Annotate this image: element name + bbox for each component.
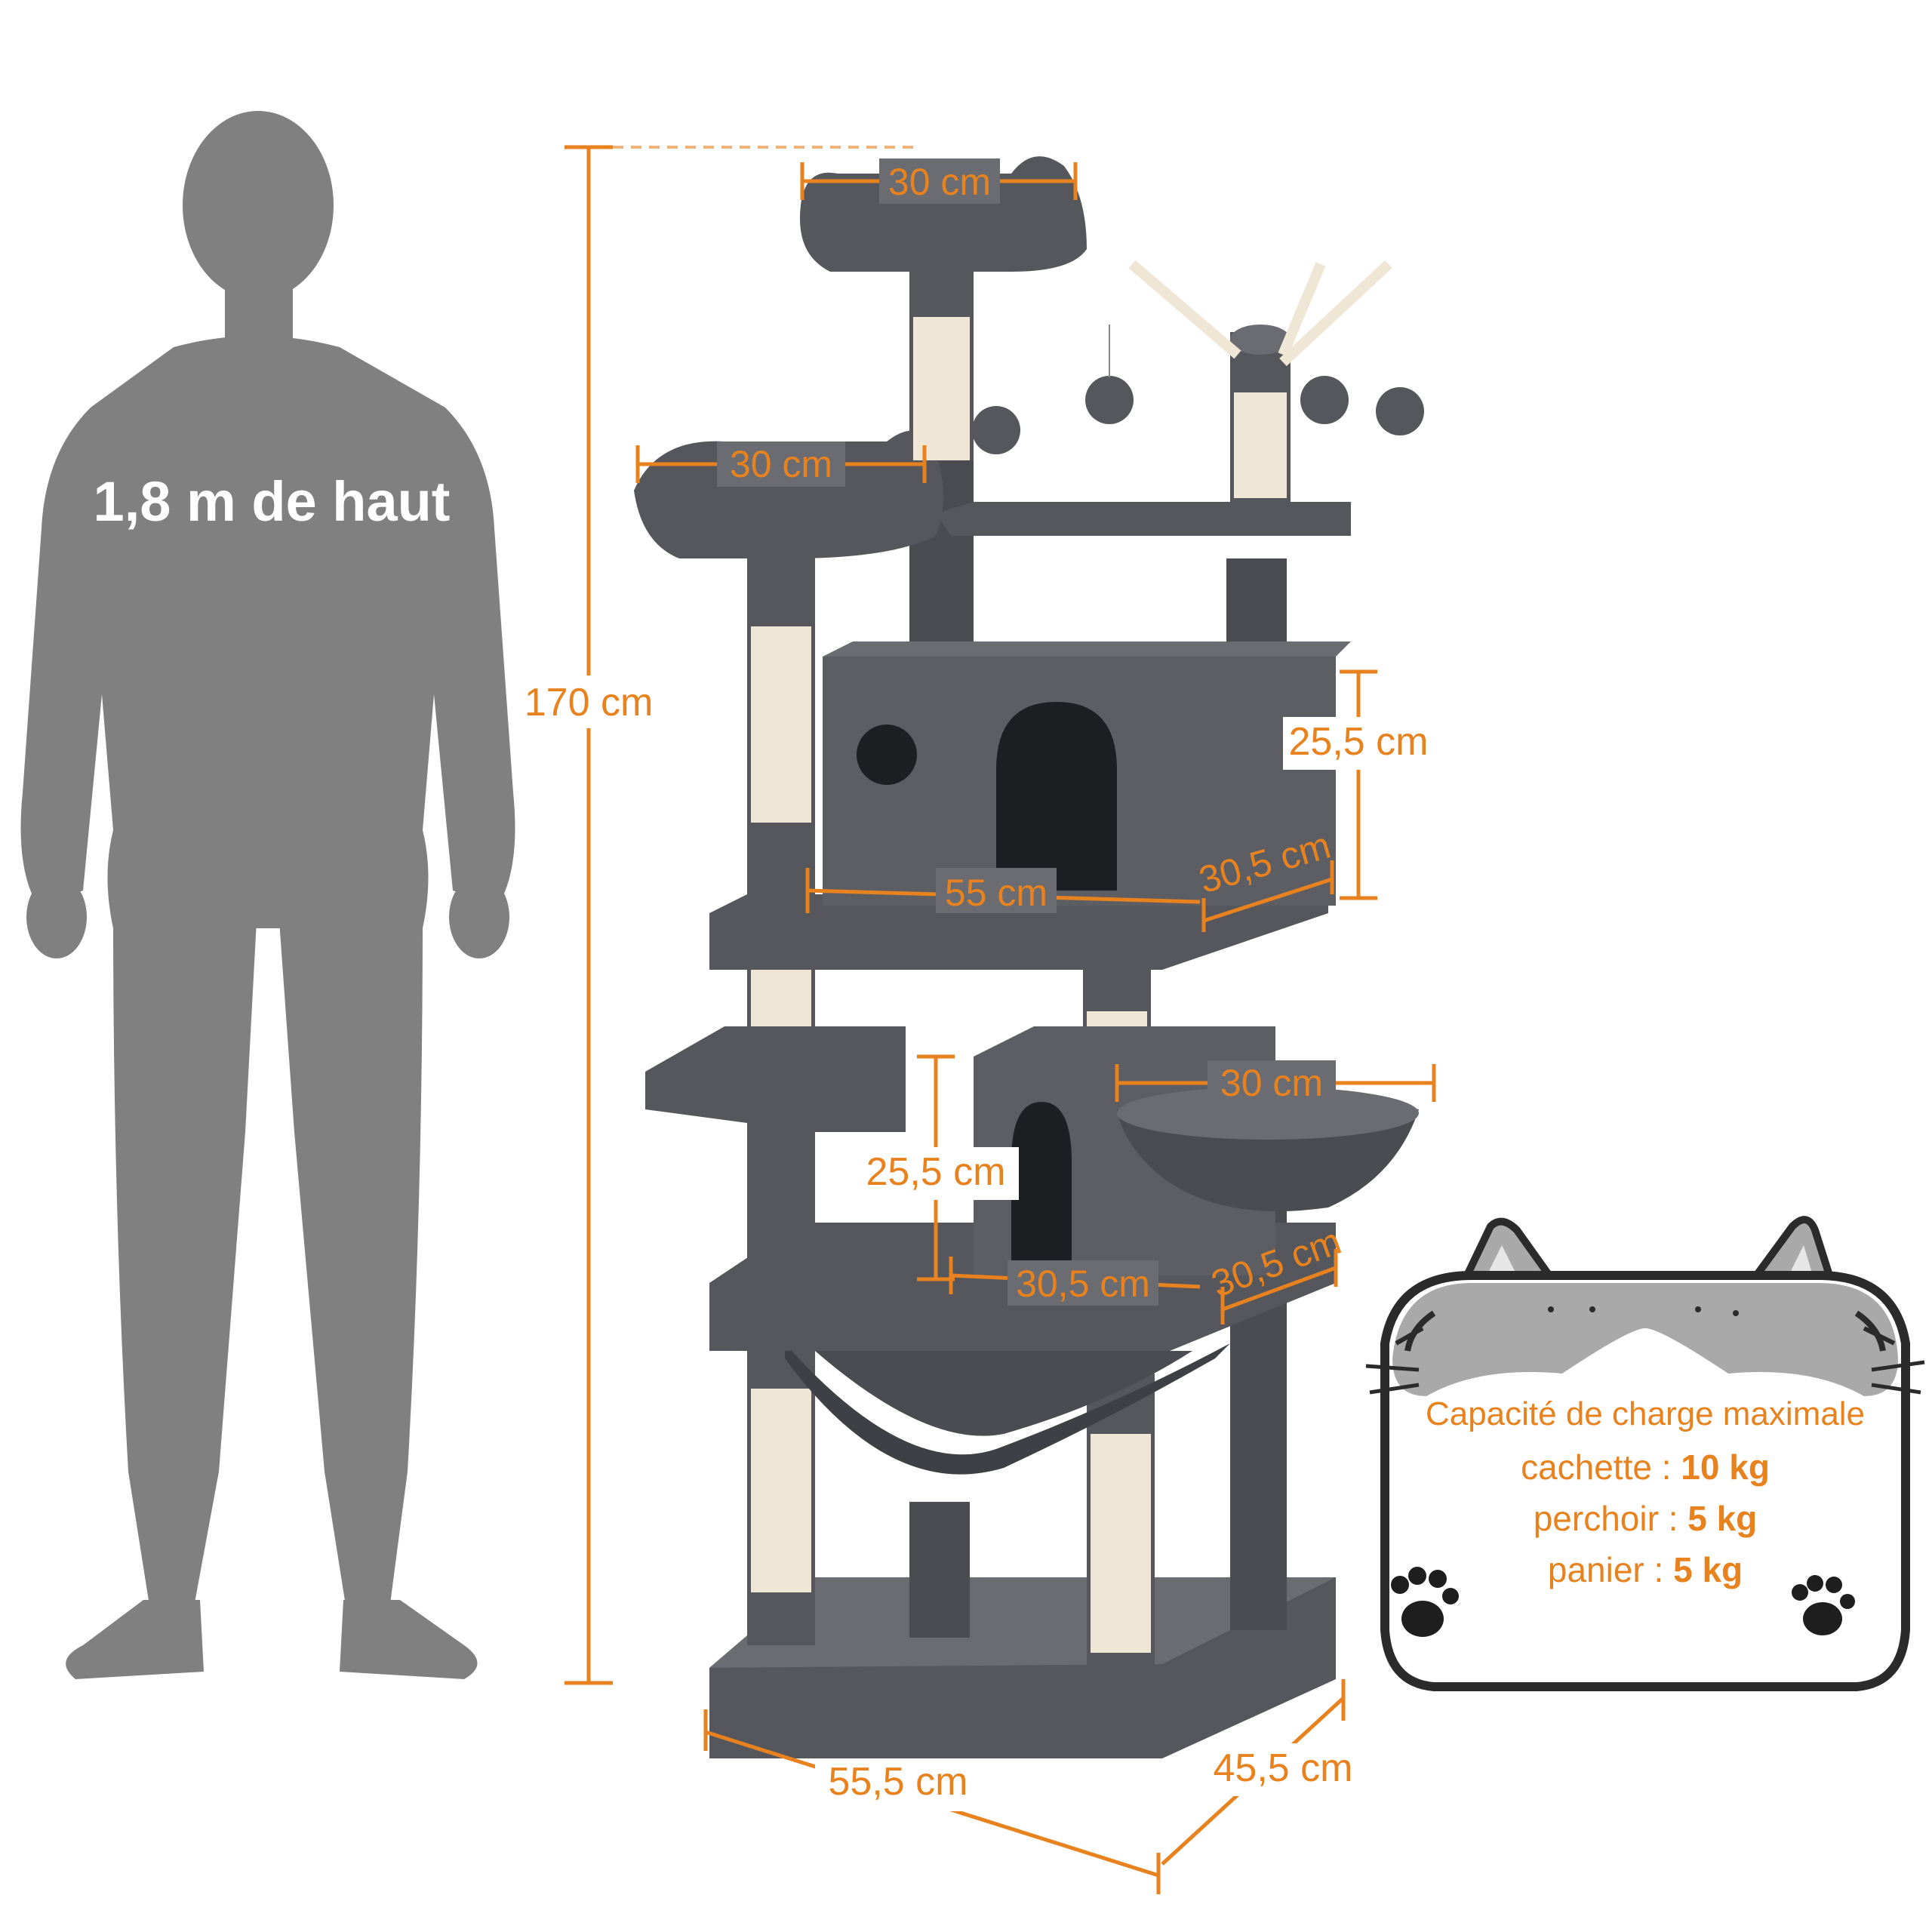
- lower-condo-height-label: 25,5 cm: [866, 1150, 1006, 1194]
- base-width-label: 55,5 cm: [829, 1760, 968, 1804]
- base-width-dimension: 55,5 cm: [703, 1709, 1161, 1894]
- capacity-row: cachette : 10 kg: [1521, 1447, 1770, 1487]
- base-depth-label: 45,5 cm: [1214, 1746, 1353, 1790]
- person-height-label: 1,8 m de haut: [94, 470, 451, 533]
- cat-tree: [634, 156, 1424, 1758]
- total-height-label: 170 cm: [525, 681, 654, 724]
- upper-platform-width-label: 55 cm: [945, 872, 1048, 914]
- top-perch-dimension: 30 cm: [800, 158, 1078, 204]
- paw-icon: [1391, 1567, 1459, 1637]
- lower-condo-width-dimension: 30,5 cm: [949, 1257, 1201, 1306]
- total-height-dimension: 170 cm: [513, 145, 913, 1685]
- lower-condo-width-label: 30,5 cm: [1016, 1263, 1150, 1305]
- person-silhouette: 1,8 m de haut: [20, 111, 515, 1679]
- top-perch-width-label: 30 cm: [888, 161, 991, 203]
- capacity-title: Capacité de charge maximale: [1426, 1395, 1865, 1432]
- lower-condo-height-dimension: 25,5 cm: [853, 1054, 1019, 1281]
- upper-perch-width-label: 30 cm: [730, 443, 832, 485]
- paw-icon: [1792, 1575, 1855, 1635]
- upper-condo-height-dimension: 25,5 cm: [1283, 669, 1434, 900]
- capacity-row: perchoir : 5 kg: [1534, 1499, 1758, 1538]
- upper-perch-dimension: 30 cm: [635, 441, 927, 487]
- basket-width-label: 30 cm: [1220, 1062, 1323, 1104]
- upper-condo-height-label: 25,5 cm: [1289, 720, 1429, 764]
- upper-platform-width-dimension: 55 cm: [805, 868, 1201, 914]
- capacity-row: panier : 5 kg: [1548, 1550, 1743, 1589]
- capacity-badge: Capacité de charge maximale cachette : 1…: [1365, 1216, 1925, 1691]
- base-depth-dimension: 45,5 cm: [1161, 1679, 1358, 1866]
- basket-width-dimension: 30 cm: [1115, 1060, 1436, 1106]
